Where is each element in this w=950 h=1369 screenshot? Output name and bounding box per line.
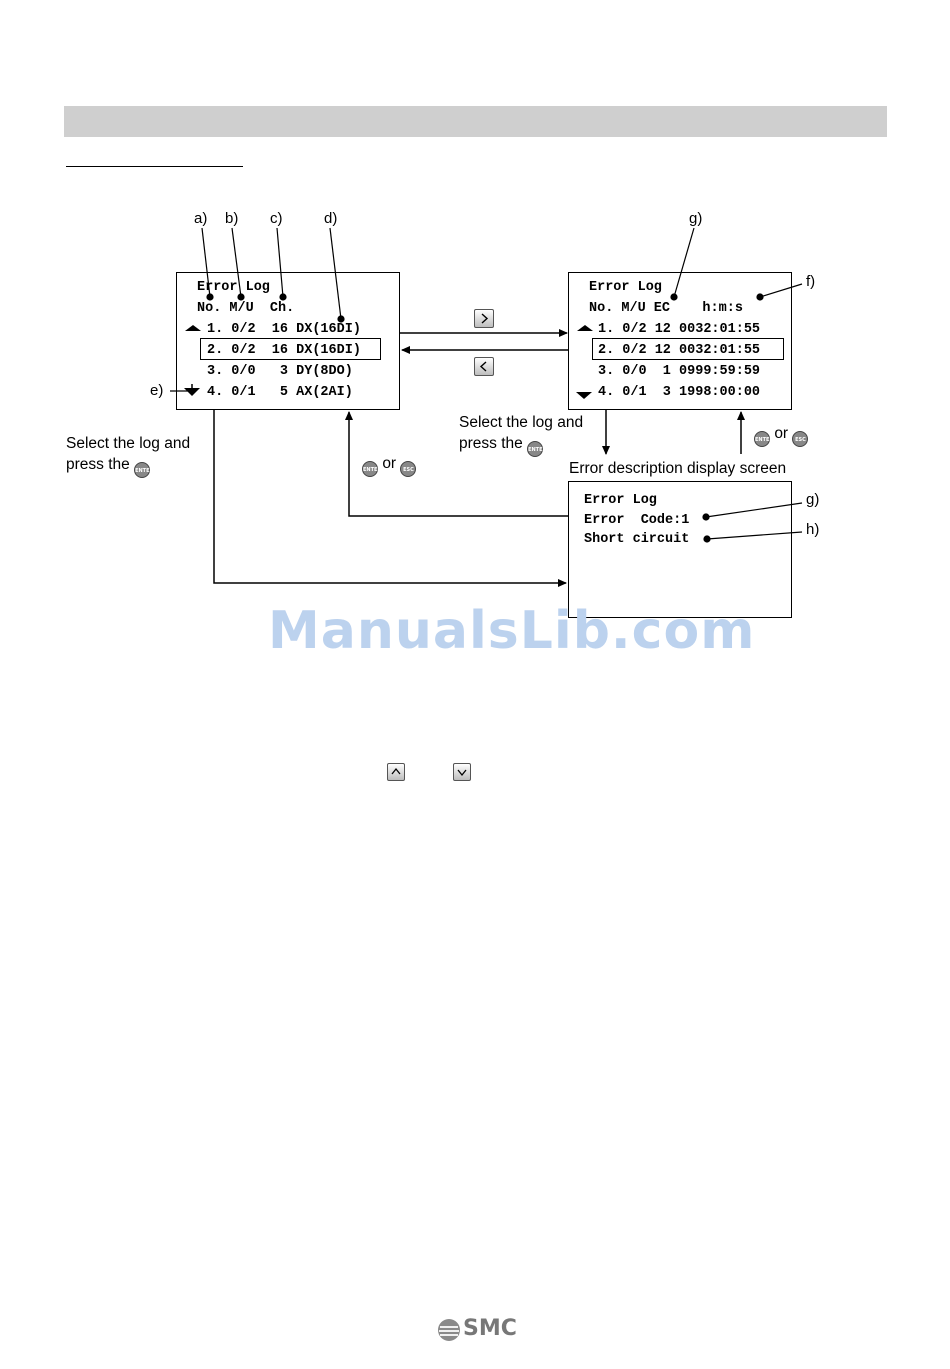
watermark-text: ManualsLib.com [268, 601, 756, 661]
right-screen-row-3[interactable]: 3. 0/0 1 0999:59:59 [598, 364, 761, 379]
mid-instruction-line-2: press the ENTER [459, 433, 546, 457]
left-screen-row-4[interactable]: 4. 0/1 5 AX(2AI) [207, 385, 353, 400]
left-scroll-up-icon [185, 325, 201, 331]
right-screen-title: Error Log [589, 280, 662, 295]
mid-instruction-text: press the [459, 435, 523, 452]
right-scroll-up-icon [577, 325, 593, 331]
section-header-bar [64, 106, 887, 137]
detail-screen-line-1: Error Log [584, 493, 657, 508]
or-label: or [774, 425, 789, 442]
callout-f: f) [806, 273, 816, 290]
smc-logo-text: SMC [463, 1316, 517, 1341]
left-instruction-line-2: press the ENTER [66, 454, 153, 478]
right-screen-row-4[interactable]: 4. 0/1 3 1998:00:00 [598, 385, 761, 400]
chevron-down-key-icon [453, 763, 471, 781]
right-screen-row-1[interactable]: 1. 0/2 12 0032:01:55 [598, 322, 761, 337]
left-scroll-down-icon [184, 388, 200, 396]
enter-or-esc-back-left: ENTER or ESC [362, 453, 417, 477]
detail-screen-line-2: Error Code:1 [584, 513, 690, 528]
left-screen-title: Error Log [197, 280, 270, 295]
chevron-left-key-icon [474, 357, 494, 376]
error-log-time-screen: Error Log No. M/U EC h:m:s 1. 0/2 12 003… [568, 272, 792, 410]
smc-logo-mark-icon [438, 1319, 460, 1341]
callout-a: a) [194, 210, 208, 227]
subsection-underline [66, 166, 243, 167]
enter-key-icon: ENTER [527, 441, 546, 457]
error-log-list-screen: Error Log No. M/U Ch. 1. 0/2 16 DX(16DI)… [176, 272, 400, 410]
callout-d: d) [324, 210, 338, 227]
esc-key-icon: ESC [400, 461, 417, 477]
enter-key-icon: ENTER [362, 461, 381, 477]
chevron-right-key-icon [474, 309, 494, 328]
left-screen-row-3[interactable]: 3. 0/0 3 DY(8DO) [207, 364, 353, 379]
arrow-detail-to-list [345, 411, 568, 517]
left-screen-row-2[interactable]: 2. 0/2 16 DX(16DI) [207, 343, 361, 358]
callout-g-top: g) [689, 210, 703, 227]
error-description-screen: Error Log Error Code:1 Short circuit [568, 481, 792, 618]
esc-key-icon: ESC [792, 431, 809, 447]
right-screen-header: No. M/U EC h:m:s [589, 301, 743, 316]
detail-screen-line-3: Short circuit [584, 532, 690, 547]
enter-or-esc-back-right: ENTER or ESC [754, 423, 809, 447]
callout-h: h) [806, 521, 820, 538]
detail-screen-caption: Error description display screen [569, 460, 787, 477]
enter-key-icon: ENTER [134, 462, 153, 478]
left-screen-row-1[interactable]: 1. 0/2 16 DX(16DI) [207, 322, 361, 337]
callout-c: c) [270, 210, 283, 227]
callout-e: e) [150, 382, 164, 399]
chevron-up-key-icon [387, 763, 405, 781]
arrow-list-to-detail [213, 410, 567, 587]
mid-instruction-line-1: Select the log and [459, 414, 584, 431]
callout-g-detail: g) [806, 491, 820, 508]
left-instruction-line-1: Select the log and [66, 435, 191, 452]
left-screen-header: No. M/U Ch. [197, 301, 295, 316]
right-screen-selection-box [592, 338, 784, 360]
enter-key-icon: ENTER [754, 431, 773, 447]
or-label: or [382, 455, 397, 472]
smc-logo: SMC [436, 1316, 518, 1344]
right-scroll-down-icon [576, 392, 592, 399]
left-screen-selection-box [200, 338, 381, 360]
callout-b: b) [225, 210, 239, 227]
right-screen-row-2[interactable]: 2. 0/2 12 0032:01:55 [598, 343, 761, 358]
left-instruction-text: press the [66, 456, 130, 473]
